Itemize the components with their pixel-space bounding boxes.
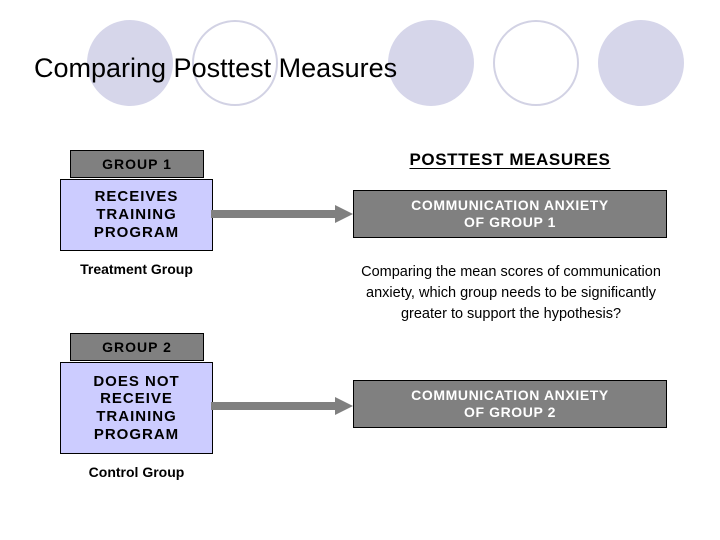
outcome1-line-2: OF GROUP 1 <box>463 214 557 230</box>
group2-body-line-2: RECEIVE <box>100 390 173 408</box>
group2-caption: Control Group <box>88 464 185 480</box>
arrow-group2-to-outcome2 <box>211 397 353 415</box>
group2-body-line-3: TRAINING <box>96 408 177 425</box>
arrow-head-icon <box>335 205 353 223</box>
circle-filled-3 <box>598 20 684 106</box>
group2-body-line-1: DOES NOT <box>93 372 180 390</box>
group2-body-line-4: PROGRAM <box>93 425 180 443</box>
arrow-group1-to-outcome1 <box>211 205 353 223</box>
circle-filled-2 <box>388 20 474 106</box>
outcome1-text: COMMUNICATION ANXIETY OF GROUP 1 <box>411 197 609 230</box>
arrow-head-icon <box>335 397 353 415</box>
circle-outline-1 <box>192 20 278 106</box>
outcome2-line-1: COMMUNICATION ANXIETY <box>411 387 609 404</box>
outcome2-box: COMMUNICATION ANXIETY OF GROUP 2 <box>353 380 667 428</box>
posttest-measures-header: POSTTEST MEASURES <box>409 150 611 169</box>
group1-body-text: RECEIVES TRAINING PROGRAM <box>94 188 179 241</box>
group1-body-box: RECEIVES TRAINING PROGRAM <box>60 179 213 251</box>
outcome2-line-2: OF GROUP 2 <box>463 404 557 420</box>
outcome1-box: COMMUNICATION ANXIETY OF GROUP 1 <box>353 190 667 238</box>
outcome1-line-1: COMMUNICATION ANXIETY <box>411 197 609 214</box>
circle-outline-2 <box>493 20 579 106</box>
arrow-shaft <box>211 402 335 410</box>
group1-body-line-1: RECEIVES <box>94 188 179 206</box>
outcome2-text: COMMUNICATION ANXIETY OF GROUP 2 <box>411 387 609 420</box>
group1-header-box: GROUP 1 <box>70 150 204 178</box>
group1-caption: Treatment Group <box>80 261 193 277</box>
question-paragraph: Comparing the mean scores of communicati… <box>361 264 661 323</box>
page-title: Comparing Posttest Measures <box>34 53 398 83</box>
group2-body-text: DOES NOT RECEIVE TRAINING PROGRAM <box>93 373 179 444</box>
circle-filled-1 <box>87 20 173 106</box>
group1-body-line-2: TRAINING <box>96 206 177 224</box>
group1-body-line-3: PROGRAM <box>93 223 180 241</box>
group2-body-box: DOES NOT RECEIVE TRAINING PROGRAM <box>60 362 213 454</box>
group2-header-box: GROUP 2 <box>70 333 204 361</box>
arrow-shaft <box>211 210 335 218</box>
